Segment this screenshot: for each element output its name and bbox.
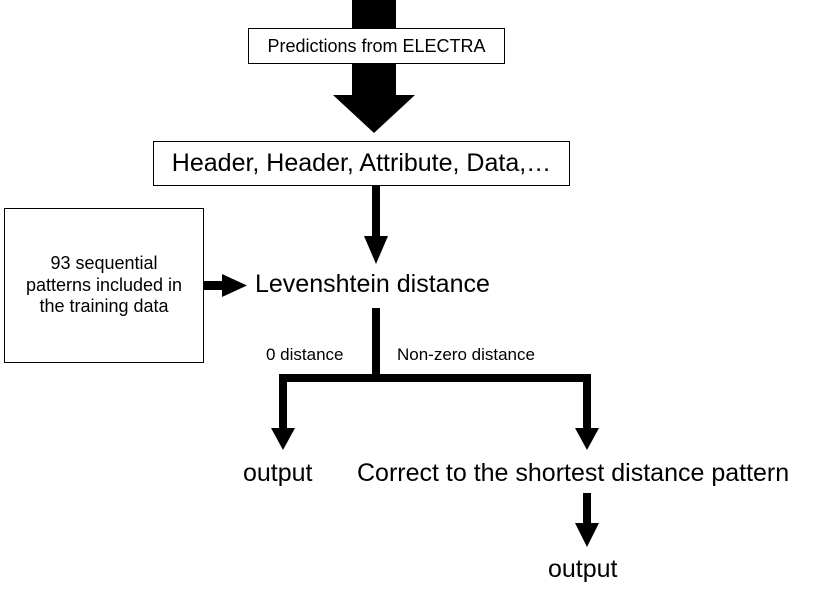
arrow-from-patterns-head — [222, 274, 247, 297]
left-branch-head — [271, 428, 295, 450]
training-patterns-box: 93 sequential patterns included in the t… — [4, 208, 204, 363]
levenshtein-distance-node: Levenshtein distance — [255, 270, 490, 298]
output-node-corrected: output — [548, 555, 618, 583]
right-branch-head — [575, 428, 599, 450]
arrow-to-levenshtein-shaft — [372, 186, 380, 238]
correction-node: Correct to the shortest distance pattern — [357, 459, 790, 487]
split-bar — [279, 374, 591, 382]
training-patterns-line-2: patterns included in — [25, 274, 183, 295]
right-branch-shaft — [583, 374, 591, 430]
left-branch-shaft — [279, 374, 287, 430]
zero-distance-edge-label: 0 distance — [266, 345, 344, 364]
top-arrow-head — [333, 95, 415, 133]
split-stem — [372, 308, 380, 381]
label-sequence-text: Header, Header, Attribute, Data,… — [171, 149, 552, 177]
electra-predictions-box: Predictions from ELECTRA — [248, 28, 505, 64]
label-sequence-box: Header, Header, Attribute, Data,… — [153, 141, 570, 186]
training-patterns-text: 93 sequential patterns included in the t… — [20, 253, 188, 319]
nonzero-distance-edge-label: Non-zero distance — [397, 345, 535, 364]
electra-predictions-label: Predictions from ELECTRA — [267, 35, 486, 56]
arrow-to-levenshtein-head — [364, 236, 388, 264]
final-arrow-head — [575, 523, 599, 547]
final-arrow-shaft — [583, 493, 591, 525]
arrow-from-patterns-shaft — [204, 281, 226, 290]
output-node-direct: output — [243, 459, 313, 487]
training-patterns-line-3: the training data — [39, 296, 169, 317]
training-patterns-line-1: 93 sequential — [50, 252, 158, 273]
